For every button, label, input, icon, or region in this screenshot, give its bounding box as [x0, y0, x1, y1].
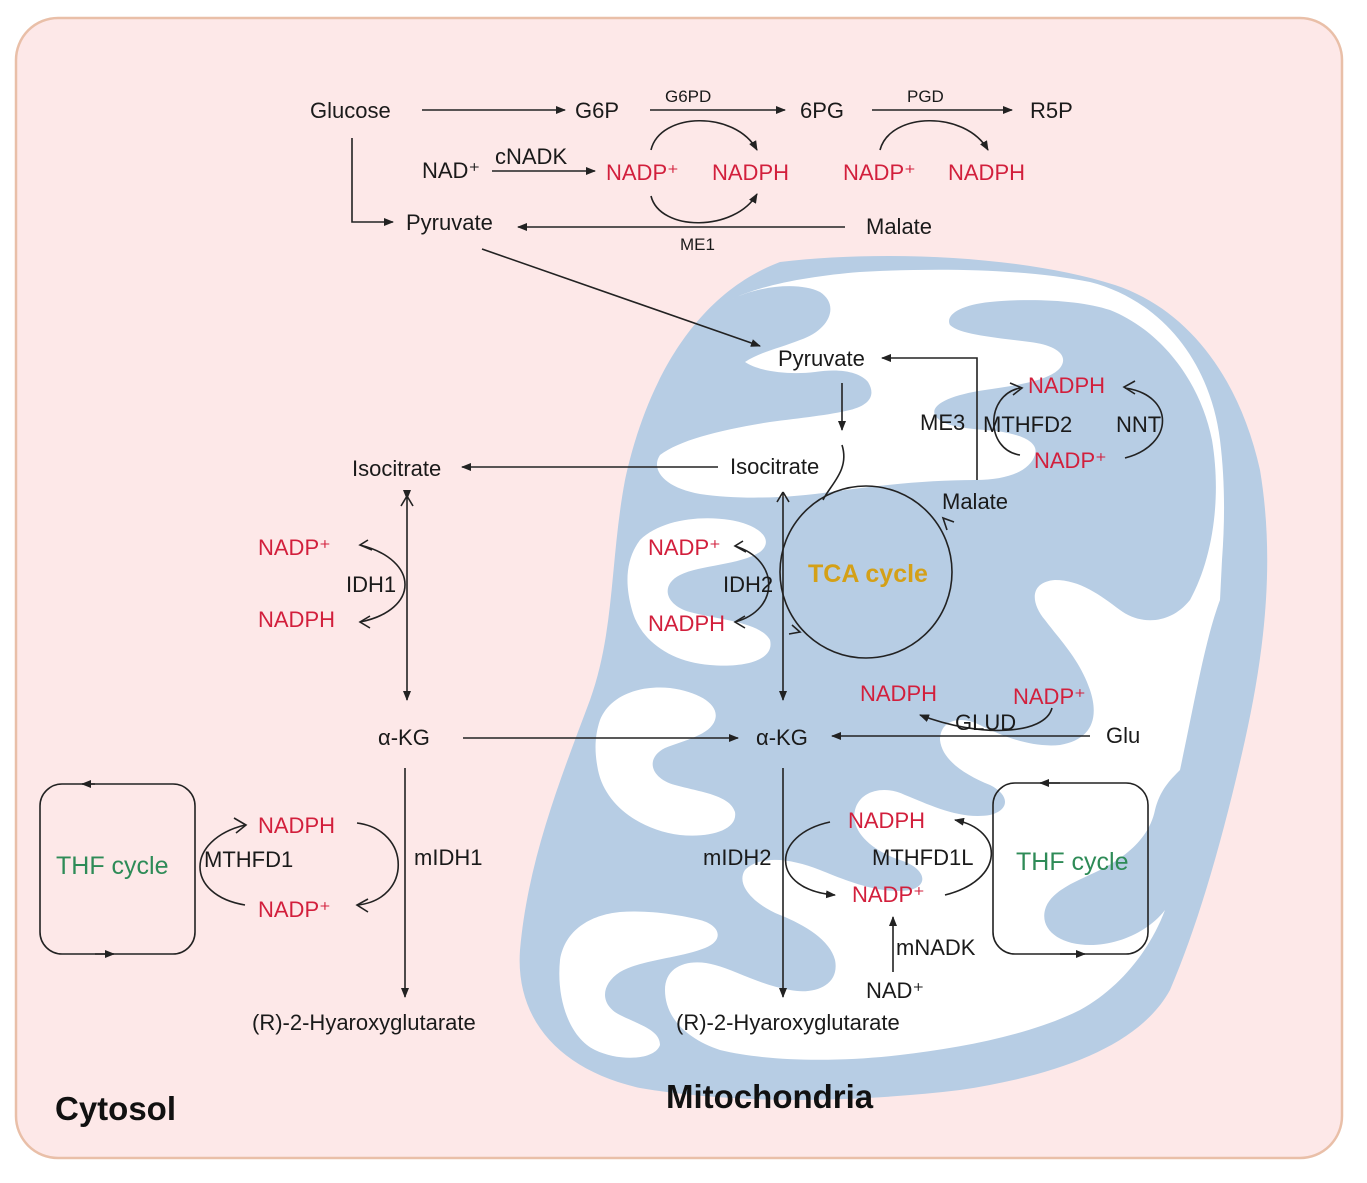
pyruvate-mito-label: Pyruvate [778, 346, 865, 371]
nadph-glud-label: NADPH [860, 681, 937, 706]
g6p-label: G6P [575, 98, 619, 123]
nnt-label: NNT [1116, 412, 1161, 437]
cytosol-title: Cytosol [55, 1090, 176, 1127]
malate-cytosol-label: Malate [866, 214, 932, 239]
mitochondrion-matrix [656, 269, 1225, 1060]
glucose-label: Glucose [310, 98, 391, 123]
mthfd1l-label: MTHFD1L [872, 845, 973, 870]
nadp-idh1-label: NADP⁺ [258, 535, 331, 560]
crista-left-lower [595, 687, 736, 836]
g6pd-label: G6PD [665, 87, 711, 106]
mthfd2-label: MTHFD2 [983, 412, 1072, 437]
glu-label: Glu [1106, 723, 1140, 748]
pyruvate-cytosol-label: Pyruvate [406, 210, 493, 235]
nadph-idh2-label: NADPH [648, 611, 725, 636]
me3-label: ME3 [920, 410, 965, 435]
thf-cycle-mito-label: THF cycle [1016, 848, 1129, 876]
thf-cycle-cytosol-label: THF cycle [56, 852, 169, 880]
nadph-nnt-label: NADPH [1028, 373, 1105, 398]
me1-label: ME1 [680, 235, 715, 254]
nadp-idh2-label: NADP⁺ [648, 535, 721, 560]
nadph-idh1-label: NADPH [258, 607, 335, 632]
6pg-label: 6PG [800, 98, 844, 123]
r5p-label: R5P [1030, 98, 1073, 123]
mnadk-label: mNADK [896, 935, 976, 960]
tca-cycle-label: TCA cycle [808, 560, 928, 588]
r2hg-cytosol-label: (R)-2-Hyaroxyglutarate [252, 1010, 476, 1035]
nadp-nnt-label: NADP⁺ [1034, 448, 1107, 473]
nadph-mthfd1-label: NADPH [258, 813, 335, 838]
mitochondria-title: Mitochondria [666, 1078, 874, 1115]
glud-label: GLUD [955, 710, 1016, 735]
nadph-g6pd-label: NADPH [712, 160, 789, 185]
nadp-mthfd1l-label: NADP⁺ [852, 882, 925, 907]
malate-mito-label: Malate [942, 489, 1008, 514]
idh2-label: IDH2 [723, 572, 773, 597]
midh1-label: mIDH1 [414, 845, 482, 870]
nadph-mthfd1l-label: NADPH [848, 808, 925, 833]
nad-mito-label: NAD⁺ [866, 978, 924, 1003]
nadp-pgd-label: NADP⁺ [843, 160, 916, 185]
pgd-label: PGD [907, 87, 944, 106]
nadp-glud-label: NADP⁺ [1013, 684, 1086, 709]
nadp-g6pd-label: NADP⁺ [606, 160, 679, 185]
akg-mito-label: α-KG [756, 725, 808, 750]
akg-cytosol-label: α-KG [378, 725, 430, 750]
crista-left-mid [627, 518, 771, 666]
mthfd1-label: MTHFD1 [204, 847, 293, 872]
isocitrate-cytosol-label: Isocitrate [352, 456, 441, 481]
nadph-pgd-label: NADPH [948, 160, 1025, 185]
midh2-label: mIDH2 [703, 845, 771, 870]
crista-lower-left [559, 911, 718, 1058]
isocitrate-mito-label: Isocitrate [730, 454, 819, 479]
r2hg-mito-label: (R)-2-Hyaroxyglutarate [676, 1010, 900, 1035]
reaction-arrows [39, 106, 1164, 998]
idh1-label: IDH1 [346, 572, 396, 597]
nad-cytosol-label: NAD⁺ [422, 158, 480, 183]
cnadk-label: cNADK [495, 144, 567, 169]
nadp-mthfd1-label: NADP⁺ [258, 897, 331, 922]
